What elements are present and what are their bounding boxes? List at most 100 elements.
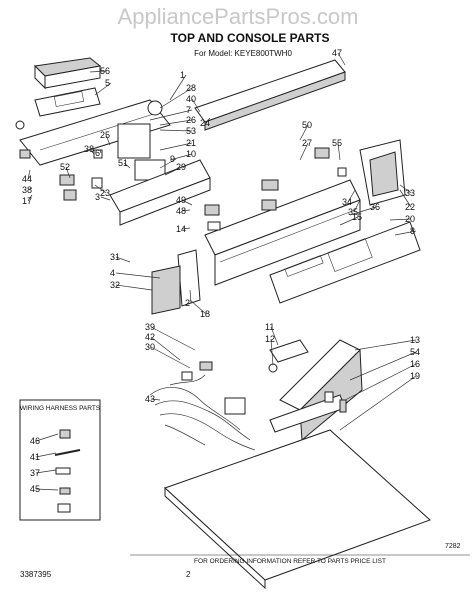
timer-bracket <box>117 100 166 181</box>
left-end-cap <box>151 249 201 315</box>
callout-leader <box>344 363 417 401</box>
callout-leader <box>115 256 131 263</box>
callout-leader <box>354 339 417 351</box>
callout-label: 45 <box>30 484 40 494</box>
callout-label: 48 <box>176 206 186 216</box>
callout-label: 38 <box>22 185 32 195</box>
callout-leader <box>205 117 211 124</box>
callout-leader <box>89 70 107 73</box>
callout-label: 43 <box>145 394 155 404</box>
callout-label: 42 <box>145 332 155 342</box>
callout-label: 24 <box>200 118 210 128</box>
callout-leader <box>270 326 279 346</box>
callout-label: 33 <box>405 188 415 198</box>
callout-leader <box>164 166 183 176</box>
callout-label: 26 <box>186 115 196 125</box>
callout-label: 4 <box>110 268 115 278</box>
callout-label: 32 <box>110 280 120 290</box>
callout-label: 50 <box>302 120 312 130</box>
callout-leader <box>349 351 417 381</box>
callout-leader <box>270 338 274 366</box>
callout-label: 39 <box>145 322 155 332</box>
callout-label: 1 <box>180 70 185 80</box>
callout-label: 46 <box>30 436 40 446</box>
wiring-harness <box>149 374 256 451</box>
callout-leader <box>27 194 33 202</box>
callout-leader <box>94 184 107 194</box>
callout-label: 12 <box>265 334 275 344</box>
callout-label: 22 <box>405 202 415 212</box>
wiring-harness-legend: WIRING HARNESS PARTS <box>19 399 101 521</box>
watermark: AppliancePartsPros.com <box>118 4 359 29</box>
callout-leader <box>394 230 417 236</box>
callout-label: 16 <box>410 359 420 369</box>
callout-leader <box>339 216 359 226</box>
small-parts-right <box>181 361 347 413</box>
callout-leader <box>35 469 57 474</box>
callout-leader <box>150 398 161 401</box>
legend-box <box>19 399 101 521</box>
handle-part <box>33 57 102 90</box>
callout-label: 19 <box>410 371 420 381</box>
callout-label: 56 <box>100 66 110 76</box>
callout-leader <box>115 284 153 291</box>
callout-label: 3 <box>95 192 100 202</box>
callout-label: 55 <box>332 138 342 148</box>
page-title: TOP AND CONSOLE PARTS <box>171 31 330 45</box>
callout-leader <box>99 149 102 154</box>
callout-leader <box>35 452 57 458</box>
callout-label: 25 <box>100 130 110 140</box>
top-panel-part <box>164 429 431 590</box>
callout-leader <box>337 142 341 161</box>
doc-number: 3387395 <box>20 570 52 579</box>
control-panel-overlay <box>269 221 421 304</box>
callout-label: 28 <box>186 83 196 93</box>
callout-leader <box>105 134 111 146</box>
callout-label: 36 <box>370 202 380 212</box>
callout-leader <box>89 148 95 155</box>
callout-label: 53 <box>186 126 196 136</box>
callout-leader <box>150 336 181 361</box>
top-cover-part <box>194 59 346 131</box>
legend-title: WIRING HARNESS PARTS <box>20 405 101 412</box>
callout-label: 17 <box>22 196 32 206</box>
callout-leader <box>169 153 193 161</box>
callout-label: 18 <box>200 309 210 319</box>
callout-leader <box>349 206 377 216</box>
callout-leader <box>159 129 193 132</box>
callout-leader <box>337 52 346 66</box>
callout-label: 6 <box>95 148 100 158</box>
callout-leader <box>181 227 191 230</box>
callout-leader <box>181 209 191 212</box>
callout-label: 30 <box>145 342 155 352</box>
callout-label: 52 <box>60 162 70 172</box>
callout-label: 2 <box>185 298 190 308</box>
callout-leader <box>191 98 201 113</box>
callout-leader <box>169 74 187 101</box>
callout-leader <box>35 488 59 491</box>
small-parts-console <box>204 147 347 231</box>
callout-leader <box>27 169 31 180</box>
callout-label: 38 <box>84 144 94 154</box>
callout-label: 5 <box>105 78 110 88</box>
panel-part <box>34 87 101 117</box>
callout-leader <box>159 158 177 169</box>
callout-label: 29 <box>176 162 186 172</box>
callout-label: 35 <box>348 207 358 217</box>
callout-label: 23 <box>100 188 110 198</box>
callout-leader <box>123 162 131 169</box>
callout-leader <box>159 87 193 109</box>
callout-leader <box>339 375 417 431</box>
callout-label: 44 <box>22 174 32 184</box>
callout-leader <box>150 326 196 351</box>
date-code: 7282 <box>445 543 461 550</box>
callout-leader <box>399 189 412 208</box>
callout-label: 8 <box>410 226 415 236</box>
callout-leader <box>100 196 111 201</box>
callout-leader <box>159 142 193 151</box>
callout-leader <box>347 189 356 203</box>
callout-label: 31 <box>110 252 120 262</box>
callout-leader <box>27 187 33 191</box>
callout-leader <box>299 142 309 161</box>
